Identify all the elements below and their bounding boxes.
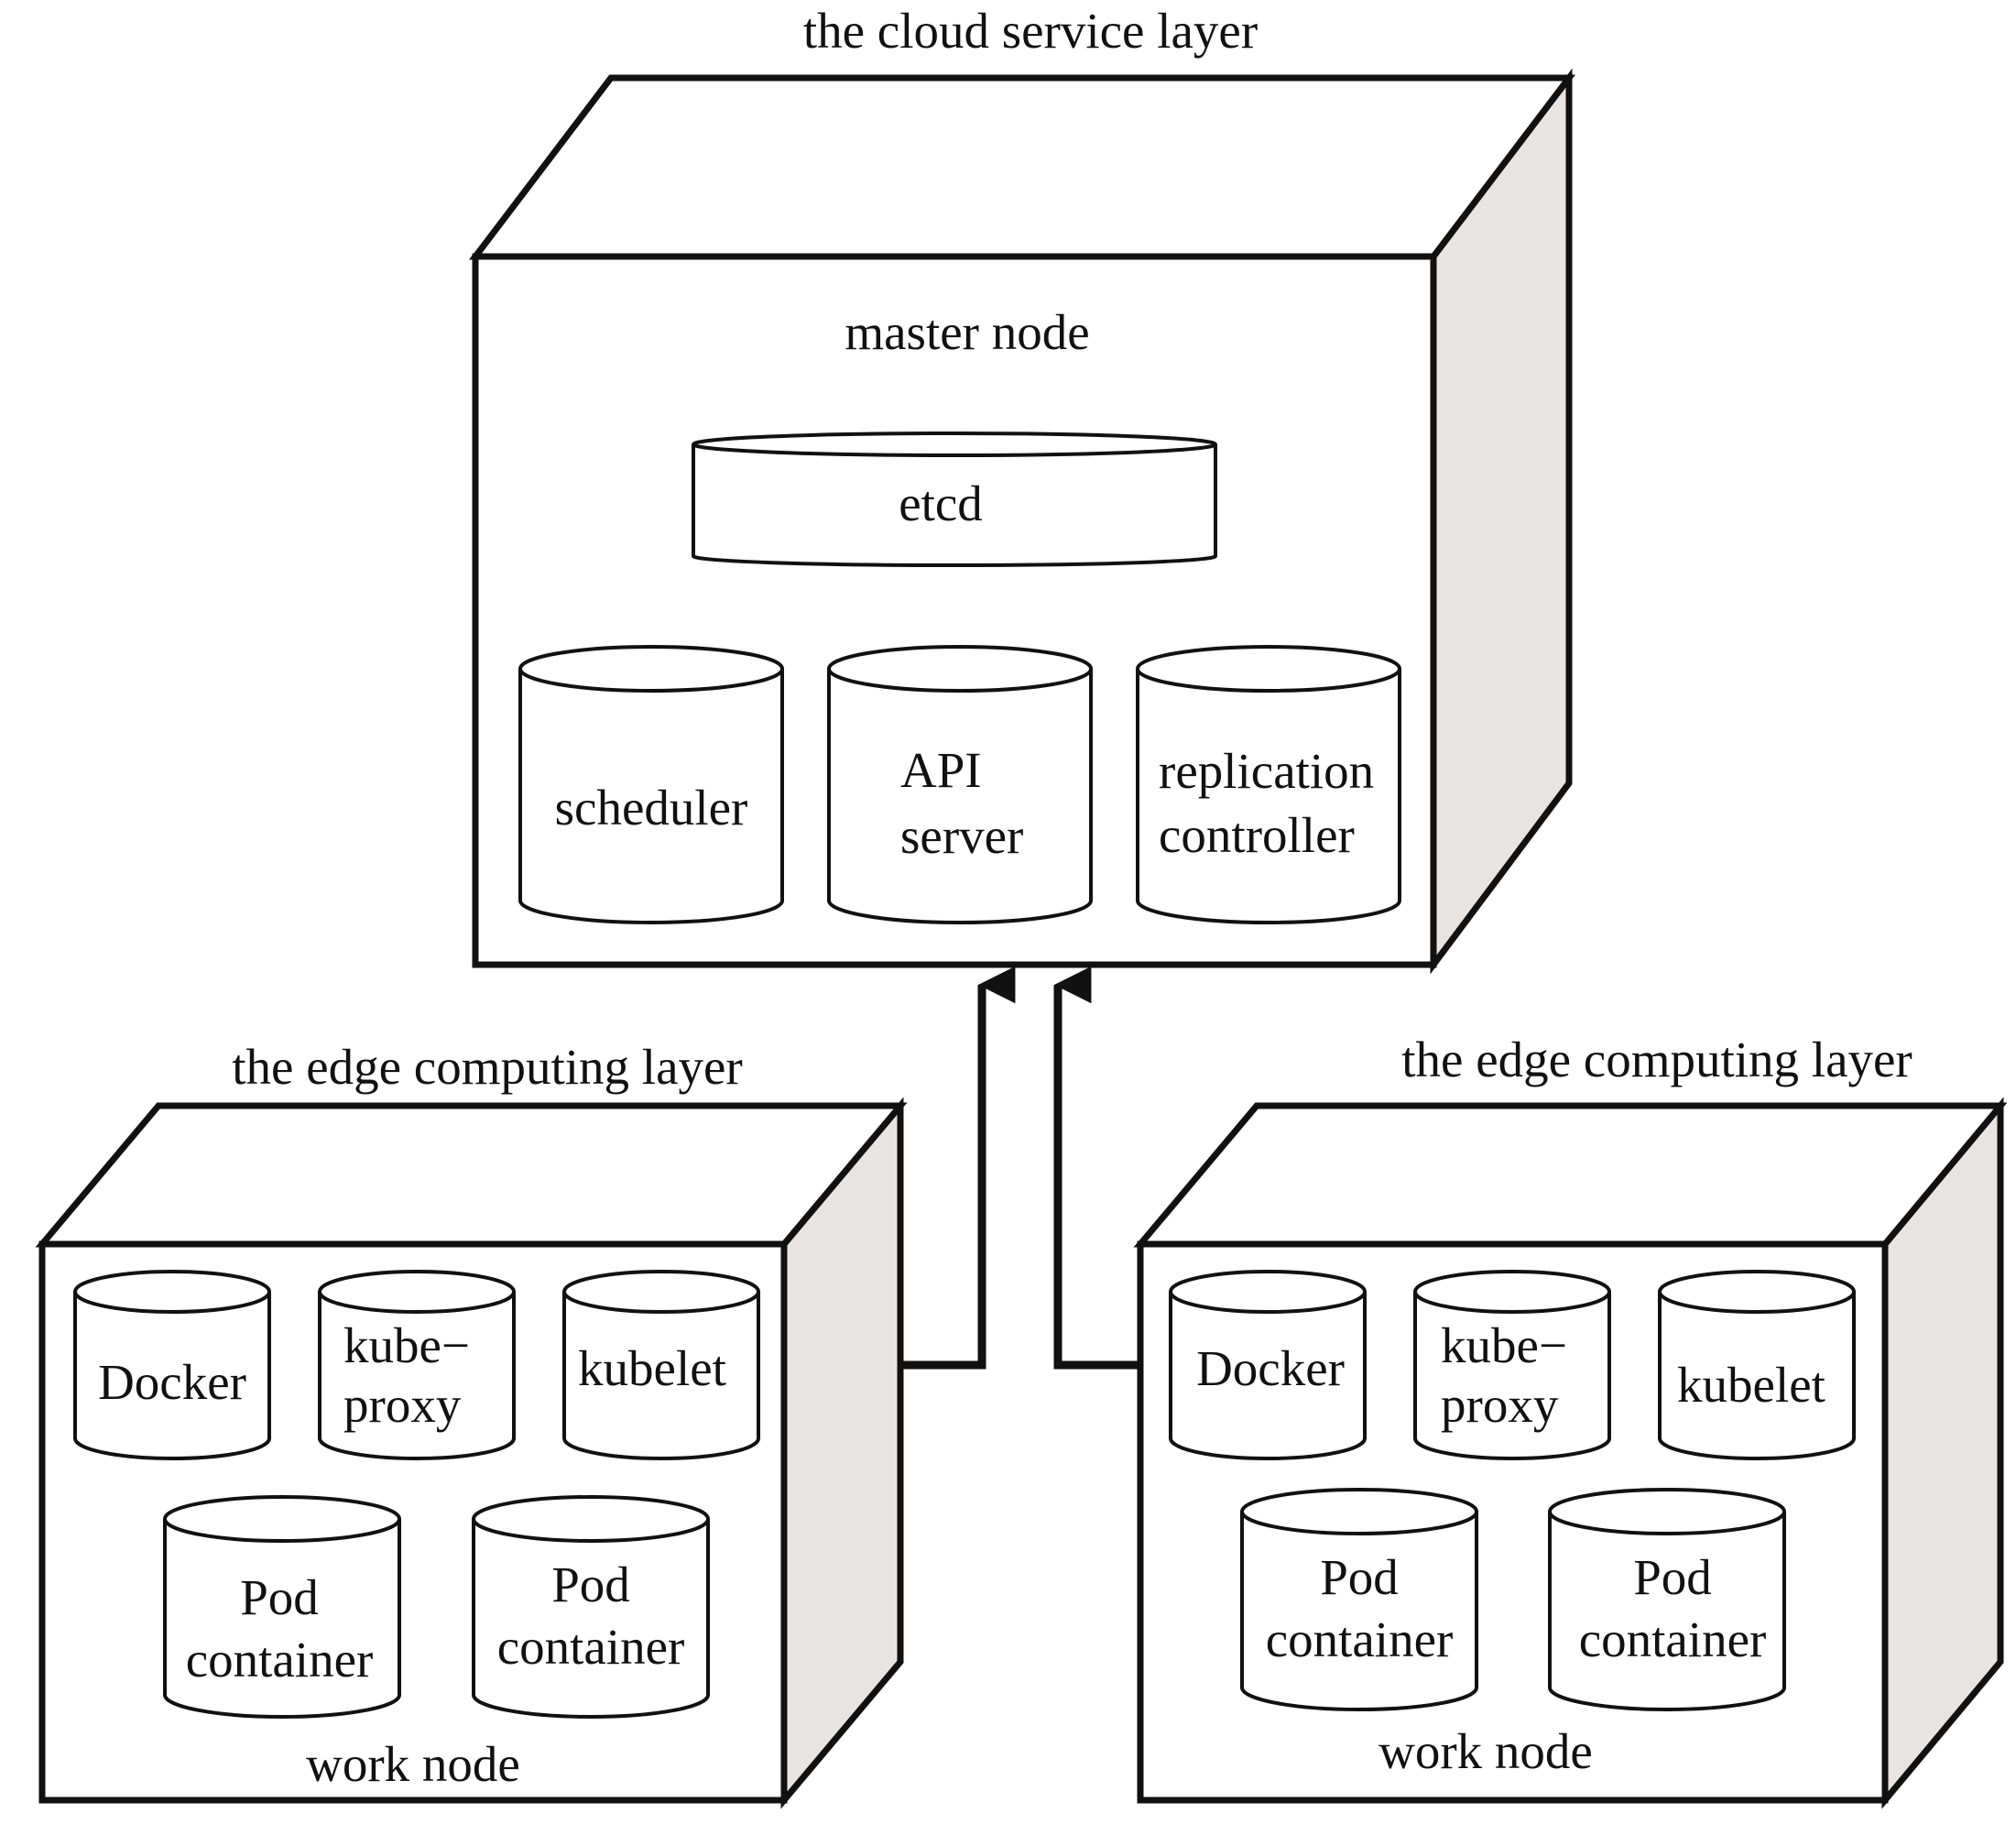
- edge-left-layer-label: the edge computing layer: [232, 1039, 742, 1095]
- pod-container-left-1-cylinder: Pod container: [163, 1495, 401, 1719]
- docker-left-cylinder: Docker: [73, 1270, 271, 1460]
- edge-computing-layer-right: the edge computing layer Docker kube− pr…: [1133, 1032, 2008, 1809]
- api-server-label-line2: server: [900, 808, 1023, 864]
- replication-controller-label-line2: controller: [1159, 807, 1355, 863]
- cloud-service-layer: the cloud service layer master node etcd…: [468, 3, 1576, 975]
- pod-container-right-2-label-line1: Pod: [1633, 1549, 1712, 1605]
- api-server-cylinder: API server: [827, 645, 1093, 924]
- kubelet-left-label: kubelet: [578, 1340, 726, 1396]
- pod-container-left-2-cylinder: Pod container: [472, 1495, 710, 1719]
- api-server-label-line1: API: [900, 742, 982, 798]
- kube-proxy-right-label-line1: kube−: [1441, 1317, 1567, 1373]
- etcd-label: etcd: [899, 475, 983, 531]
- pod-container-left-2-label-line1: Pod: [551, 1556, 630, 1612]
- master-node-label: master node: [845, 304, 1089, 360]
- work-node-left-label: work node: [306, 1736, 520, 1792]
- docker-right-cylinder: Docker: [1169, 1270, 1367, 1460]
- pod-container-right-2-label-line2: container: [1579, 1611, 1767, 1667]
- scheduler-label: scheduler: [555, 780, 748, 836]
- kubelet-left-cylinder: kubelet: [562, 1270, 760, 1460]
- kube-proxy-right-cylinder: kube− proxy: [1413, 1270, 1611, 1460]
- pod-container-right-1-label-line1: Pod: [1320, 1549, 1399, 1605]
- docker-right-label: Docker: [1196, 1340, 1345, 1396]
- pod-container-left-1-label-line1: Pod: [240, 1569, 319, 1625]
- kubelet-right-label: kubelet: [1677, 1357, 1825, 1413]
- kubelet-right-cylinder: kubelet: [1658, 1270, 1856, 1460]
- scheduler-cylinder: scheduler: [518, 645, 784, 924]
- pod-container-right-1-cylinder: Pod container: [1240, 1488, 1478, 1711]
- work-node-right-top: [1133, 1102, 2008, 1248]
- kube-proxy-left-label-line1: kube−: [343, 1317, 470, 1373]
- docker-left-label: Docker: [98, 1354, 246, 1410]
- docker-to-master-connector: [1053, 966, 1166, 1370]
- replication-controller-label-line1: replication: [1159, 743, 1374, 799]
- pod-container-right-1-label-line2: container: [1266, 1611, 1454, 1667]
- pod-container-right-2-cylinder: Pod container: [1548, 1488, 1786, 1711]
- pod-container-left-1-label-line2: container: [186, 1632, 374, 1687]
- work-node-right-label: work node: [1379, 1723, 1593, 1779]
- pod-container-left-2-label-line2: container: [497, 1619, 685, 1675]
- replication-controller-cylinder: replication controller: [1136, 645, 1401, 924]
- work-node-left-top: [35, 1102, 908, 1248]
- edge-right-layer-label: the edge computing layer: [1401, 1032, 1912, 1087]
- master-node-top: [468, 74, 1576, 260]
- etcd-cylinder: etcd: [692, 431, 1217, 567]
- kube-proxy-right-label-line2: proxy: [1441, 1377, 1559, 1433]
- kube-proxy-left-label-line2: proxy: [343, 1377, 462, 1433]
- edge-computing-layer-left: the edge computing layer Docker kube− pr…: [35, 1039, 908, 1809]
- cloud-layer-label: the cloud service layer: [803, 3, 1258, 59]
- kube-proxy-left-cylinder: kube− proxy: [318, 1270, 516, 1460]
